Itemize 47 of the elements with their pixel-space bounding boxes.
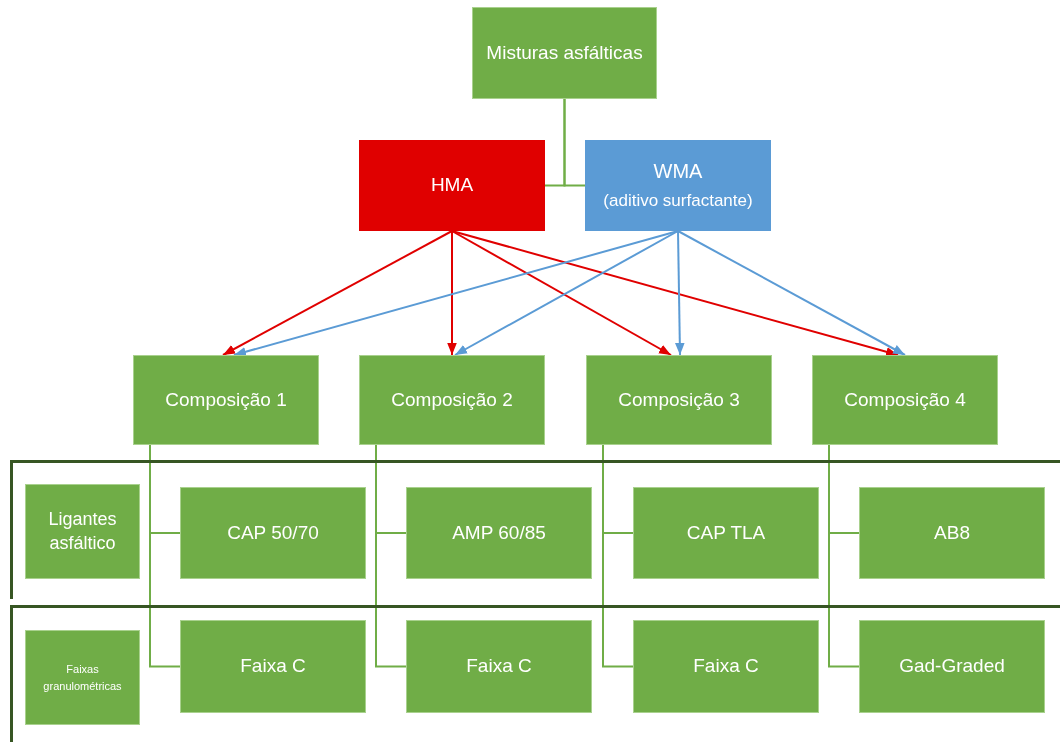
box-label: Faixa C [466, 654, 532, 679]
group-band [10, 460, 1060, 599]
process-box [633, 620, 819, 713]
box-label: Gad-Graded [899, 654, 1005, 679]
box-label: HMA [430, 173, 474, 198]
connector-line [149, 444, 181, 668]
process-box [133, 355, 319, 445]
box-label: Composição 4 [844, 387, 966, 412]
connector-line [375, 444, 407, 668]
box-label: Composição 1 [165, 387, 287, 412]
arrow [222, 230, 453, 356]
box-label: Ligantes asfáltico [47, 508, 118, 555]
box-label: Faixas granulométricas [42, 662, 123, 694]
process-box [859, 487, 1045, 579]
process-box [25, 630, 140, 725]
connector-line [828, 444, 860, 668]
group-band [10, 605, 1060, 742]
process-box [812, 355, 998, 445]
box-label: CAP TLA [686, 520, 766, 545]
box-label: Misturas asfálticas [486, 40, 643, 65]
box-label: Faixa C [240, 654, 306, 679]
process-box [633, 487, 819, 579]
process-box [585, 140, 771, 231]
arrow [675, 230, 685, 356]
box-label: AB8 [934, 520, 970, 545]
process-box [180, 487, 366, 579]
process-box [406, 620, 592, 713]
arrow [677, 230, 906, 356]
box-sublabel: (aditivo surfactante) [603, 190, 753, 213]
process-box [586, 355, 772, 445]
connector-line [602, 444, 634, 668]
process-box [359, 140, 545, 231]
process-box [406, 487, 592, 579]
box-label: Composição 2 [391, 387, 513, 412]
box-label: CAP 50/70 [227, 520, 319, 545]
process-box [472, 7, 657, 99]
box-label: WMA [653, 159, 703, 185]
process-box [359, 355, 545, 445]
arrow [451, 230, 899, 357]
process-box [859, 620, 1045, 713]
box-label: AMP 60/85 [452, 520, 546, 545]
connector-line [563, 98, 586, 187]
box-label: Faixa C [693, 654, 759, 679]
box-label: Composição 3 [618, 387, 740, 412]
arrow [447, 230, 457, 356]
process-box [180, 620, 366, 713]
process-box [25, 484, 140, 579]
